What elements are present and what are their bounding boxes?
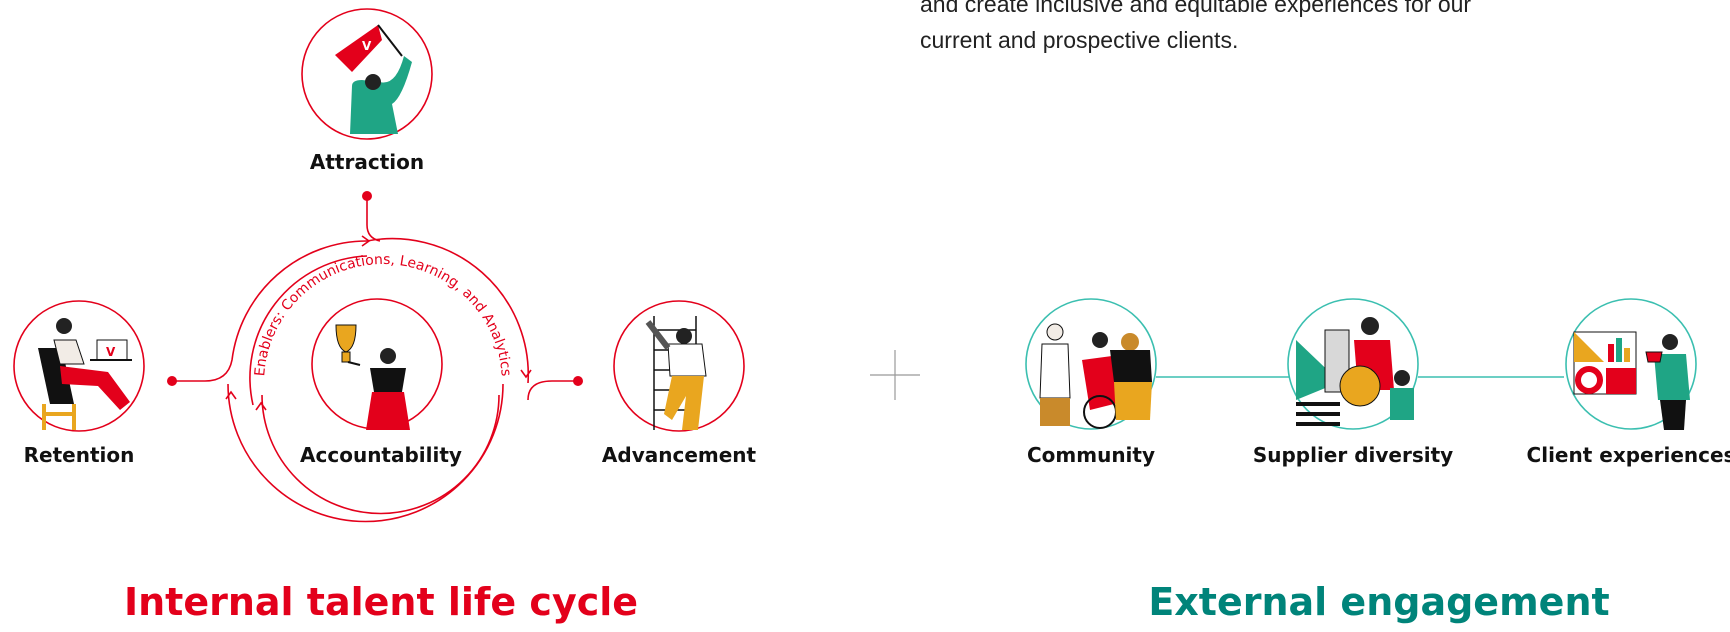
trophy-person-icon bbox=[311, 298, 443, 430]
supplier-diversity-label: Supplier diversity bbox=[1252, 443, 1454, 467]
outer-arc-top-right bbox=[366, 237, 530, 384]
svg-text:V: V bbox=[362, 39, 372, 53]
arrow-head-left-inner bbox=[255, 401, 267, 411]
svg-text:V: V bbox=[106, 345, 116, 359]
retention-label: Retention bbox=[23, 443, 135, 467]
community-label: Community bbox=[1026, 443, 1156, 467]
advancement-dot bbox=[573, 376, 583, 386]
arrow-head-top bbox=[361, 235, 371, 247]
retention-connector bbox=[172, 240, 368, 382]
attraction-dot bbox=[362, 191, 372, 201]
flag-waving-person-icon: V bbox=[301, 8, 433, 140]
accountability-label: Accountability bbox=[300, 443, 462, 467]
intro-line-2: current and prospective clients. bbox=[920, 27, 1239, 53]
supplier-people-icon bbox=[1287, 298, 1419, 430]
arrow-head-right bbox=[520, 369, 532, 379]
intro-line-1: and create inclusive and equitable exper… bbox=[920, 0, 1472, 17]
intro-paragraph: and create inclusive and equitable exper… bbox=[920, 0, 1680, 58]
attraction-connector bbox=[366, 196, 381, 242]
arrow-head-left-outer bbox=[225, 390, 237, 400]
inner-arc-top-left bbox=[249, 255, 368, 406]
analytics-presenter-icon bbox=[1565, 298, 1697, 430]
advancement-connector bbox=[527, 380, 578, 401]
life-cycle-connectors bbox=[172, 196, 578, 523]
group-discussion-icon bbox=[1025, 298, 1157, 430]
external-engagement-heading: External engagement bbox=[1148, 580, 1610, 624]
internal-talent-heading: Internal talent life cycle bbox=[123, 580, 639, 624]
retention-dot bbox=[167, 376, 177, 386]
advancement-label: Advancement bbox=[601, 443, 757, 467]
junction-dots bbox=[167, 191, 583, 386]
laptop-person-icon: V bbox=[13, 300, 145, 432]
plus-divider bbox=[870, 350, 920, 400]
client-experiences-label: Client experiences bbox=[1526, 443, 1730, 467]
ladder-climbing-person-icon bbox=[613, 300, 745, 432]
attraction-label: Attraction bbox=[309, 150, 425, 174]
inner-arc-bottom bbox=[261, 394, 500, 515]
life-cycle-arrows bbox=[225, 235, 532, 411]
